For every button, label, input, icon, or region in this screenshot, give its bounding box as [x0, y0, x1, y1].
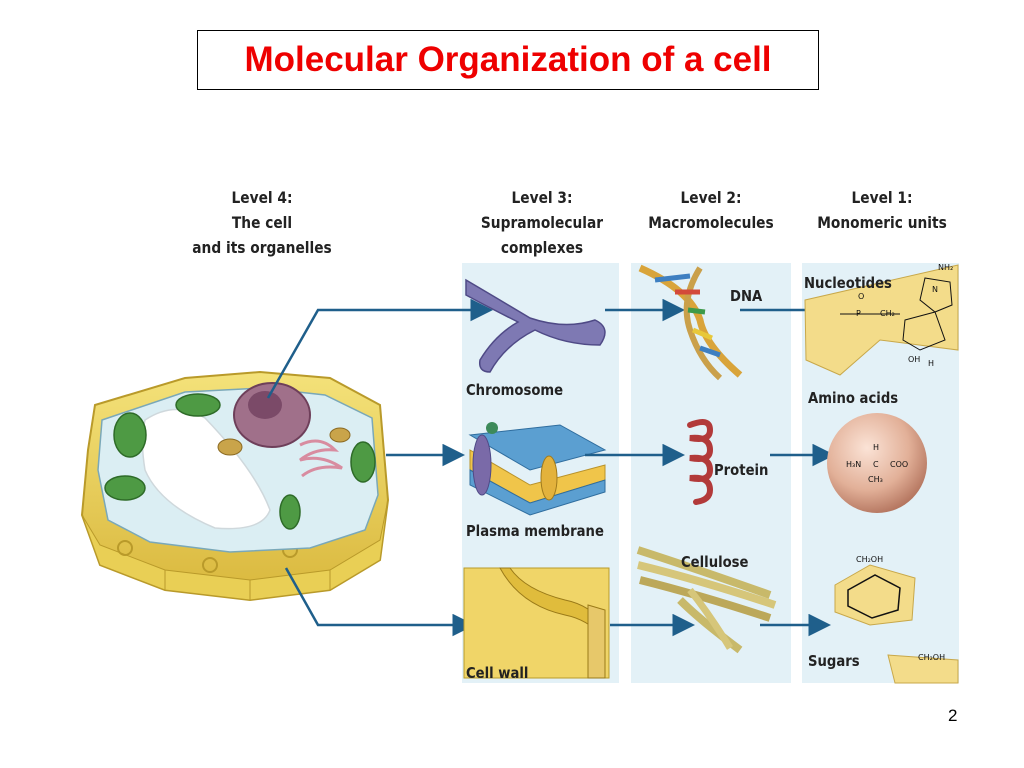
label-plasma-membrane: Plasma membrane	[466, 522, 604, 540]
chem-nh2: NH₂	[938, 263, 953, 272]
level4-line3: and its organelles	[192, 238, 332, 257]
chem-h: H	[928, 359, 934, 368]
chem-ch2oh-2: CH₂OH	[918, 653, 945, 662]
nucleotide-structure: NH₂ N O P CH₂ OH H	[804, 263, 959, 376]
label-cell-wall: Cell wall	[466, 664, 529, 682]
label-nucleotides: Nucleotides	[804, 274, 892, 292]
cell-wall-illustration	[463, 567, 610, 679]
level4-line1: Level 4:	[231, 188, 293, 207]
level3-line1: Level 3:	[511, 188, 573, 207]
level4-line2: The cell	[231, 213, 293, 232]
arrow-cell-to-cell-wall	[284, 567, 475, 637]
level2-heading: Level 2: Macromolecules	[642, 185, 780, 235]
plasma-membrane-illustration	[468, 422, 607, 516]
chem-amino-h3n: H₃N	[846, 460, 861, 469]
label-dna: DNA	[730, 287, 763, 305]
level1-line1: Level 1:	[851, 188, 913, 207]
chem-amino-c: C	[873, 460, 879, 469]
chem-ch2oh-1: CH₂OH	[856, 555, 883, 564]
label-amino-acids: Amino acids	[808, 389, 899, 407]
level4-heading: Level 4: The cell and its organelles	[185, 185, 340, 260]
chromosome-illustration	[465, 278, 606, 373]
level2-line1: Level 2:	[680, 188, 742, 207]
label-sugars: Sugars	[808, 652, 860, 670]
level3-line3: complexes	[500, 238, 584, 257]
chem-o-top: O	[858, 292, 864, 301]
chem-amino-coo: COO	[890, 460, 908, 469]
label-chromosome: Chromosome	[466, 381, 564, 399]
label-cellulose: Cellulose	[681, 553, 749, 571]
page-number: 2	[948, 706, 958, 725]
sugar-structure: CH₂OH CH₂OH	[834, 555, 959, 684]
plant-cell-illustration	[80, 370, 390, 602]
level2-line2: Macromolecules	[648, 213, 774, 232]
label-protein: Protein	[714, 461, 769, 479]
level1-heading: Level 1: Monomeric units	[813, 185, 951, 235]
arrow-cell-to-chromosome	[266, 298, 493, 399]
amino-acid-ball: H H₃N C COO CH₃	[827, 413, 927, 513]
dna-helix-illustration	[638, 264, 743, 381]
level3-line2: Supramolecular	[480, 213, 604, 232]
slide-title: Molecular Organization of a cell	[244, 40, 772, 79]
level1-line2: Monomeric units	[817, 213, 947, 232]
level3-heading: Level 3: Supramolecular complexes	[473, 185, 611, 260]
chem-amino-h: H	[873, 443, 879, 452]
chem-oh: OH	[908, 355, 920, 364]
title-frame: Molecular Organization of a cell	[197, 30, 819, 90]
chem-amino-ch3: CH₃	[868, 475, 883, 484]
chem-n-1: N	[932, 285, 938, 294]
protein-helix-illustration	[687, 418, 714, 505]
cellulose-fibers-illustration	[636, 546, 777, 654]
